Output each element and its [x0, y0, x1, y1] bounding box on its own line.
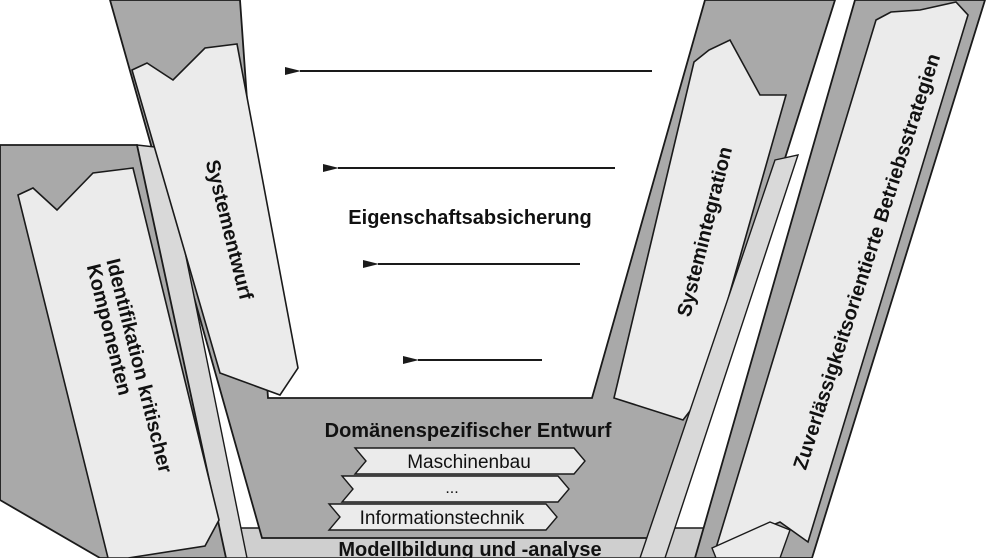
mechanical-label: Maschinenbau	[407, 452, 531, 473]
ellipsis-label: ...	[445, 480, 458, 497]
it-label: Informationstechnik	[360, 508, 525, 529]
modeling-label: Modellbildung und -analyse	[338, 539, 601, 558]
it-chevron	[327, 503, 558, 531]
system-design-arrow	[131, 43, 299, 396]
mechanical-chevron	[353, 447, 586, 475]
ellipsis-chevron	[340, 475, 570, 503]
identification-arrow	[17, 167, 220, 558]
property-assurance-label: Eigenschaftsabsicherung	[348, 207, 591, 229]
right-thin-strip	[639, 154, 800, 558]
domain-design-label: Domänenspezifischer Entwurf	[325, 420, 612, 442]
system-integration-arrow	[613, 38, 788, 421]
bottom-right-tip	[711, 521, 791, 558]
